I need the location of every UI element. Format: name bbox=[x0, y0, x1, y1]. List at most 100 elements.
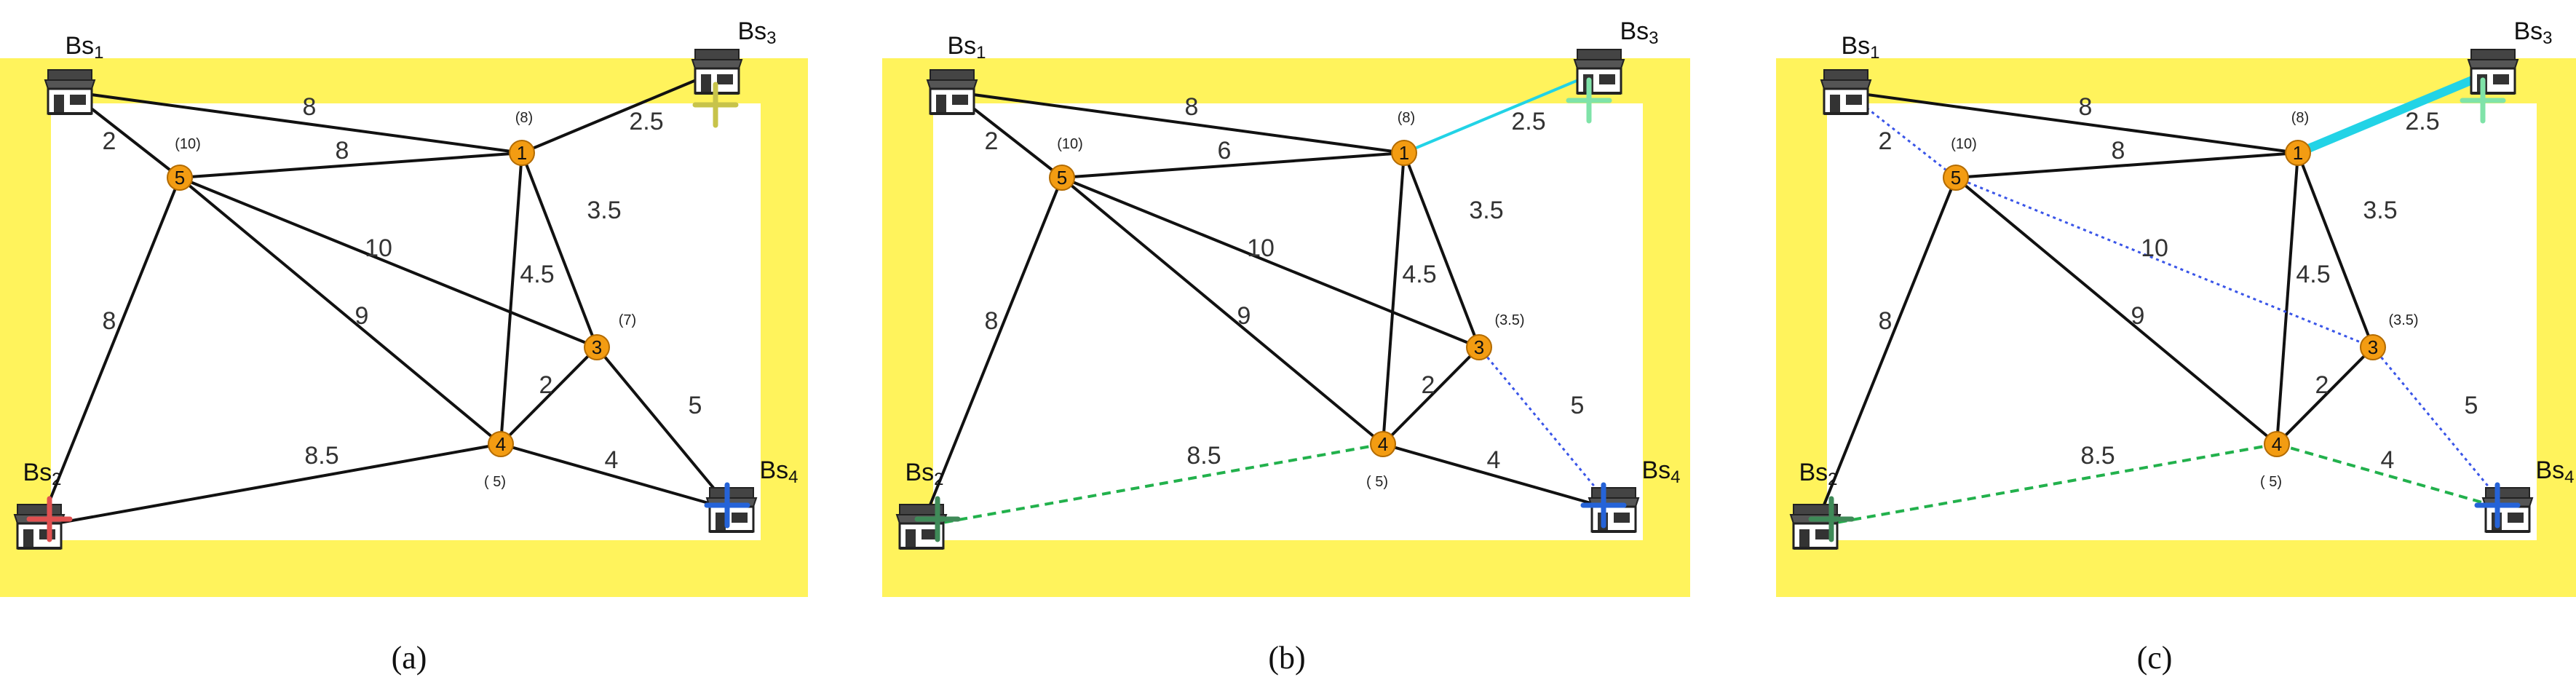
store-icon-bs4 bbox=[2481, 486, 2534, 533]
edge-weight-bs1-5: 2 bbox=[1879, 127, 1893, 155]
edge-weight-5-3: 10 bbox=[365, 234, 392, 262]
edge-weight-5-3: 10 bbox=[2141, 234, 2168, 262]
node-1-weight: (8) bbox=[515, 110, 533, 126]
edge-3-bs4 bbox=[595, 346, 733, 511]
node-3-weight: (3.5) bbox=[1494, 312, 1524, 328]
plus-cross-icon-bs4 bbox=[1580, 482, 1627, 529]
node-4-label: 4 bbox=[496, 433, 506, 455]
edge-5-1 bbox=[1955, 151, 2299, 179]
edge-5-4 bbox=[1954, 176, 2278, 446]
edge-weight-3-4: 2 bbox=[2315, 371, 2329, 399]
label-bs2: Bs2 bbox=[1799, 459, 1837, 489]
store-icon-bs1 bbox=[44, 68, 96, 115]
edge-weight-5-4: 9 bbox=[355, 302, 369, 330]
plus-cross-icon-bs2 bbox=[26, 496, 73, 542]
edge-4-bs2 bbox=[39, 443, 502, 528]
edge-5-3 bbox=[179, 176, 598, 349]
edge-3-4 bbox=[1382, 346, 1481, 446]
node-4: 4 bbox=[2264, 431, 2290, 457]
edge-weight-4-bs4: 4 bbox=[605, 446, 619, 474]
edge-weight-1-bs3: 2.5 bbox=[629, 108, 663, 135]
node-4-weight: ( 5) bbox=[2260, 474, 2282, 490]
store-icon-bs2 bbox=[13, 503, 66, 550]
label-bs2: Bs2 bbox=[23, 459, 61, 489]
node-4-label: 4 bbox=[2272, 433, 2282, 455]
plus-cross-icon-bs3 bbox=[2460, 77, 2506, 124]
edge-3-4 bbox=[2275, 346, 2374, 446]
edge-4-bs2 bbox=[1815, 443, 2278, 528]
edge-weight-5-4: 9 bbox=[1237, 302, 1251, 330]
edge-1-3 bbox=[2296, 152, 2374, 348]
node-5-weight: (10) bbox=[1057, 136, 1083, 152]
edge-weight-bs1-5: 2 bbox=[103, 127, 116, 155]
road-inner bbox=[933, 103, 1643, 540]
edge-5-bs2 bbox=[38, 177, 181, 527]
node-3-label: 3 bbox=[592, 336, 602, 358]
edge-5-4 bbox=[178, 176, 502, 446]
label-bs1: Bs1 bbox=[65, 32, 103, 63]
node-4: 4 bbox=[1370, 431, 1396, 457]
node-1: 1 bbox=[509, 140, 535, 166]
edge-3-bs4 bbox=[2371, 347, 2509, 510]
edge-weight-5-bs2: 8 bbox=[985, 307, 999, 335]
node-1-weight: (8) bbox=[2291, 110, 2309, 126]
edge-5-1 bbox=[179, 151, 523, 179]
edge-weight-1-4: 4.5 bbox=[520, 261, 554, 288]
node-3-label: 3 bbox=[2368, 336, 2378, 358]
node-5-label: 5 bbox=[1951, 167, 1961, 189]
label-bs1: Bs1 bbox=[1841, 32, 1879, 63]
edge-3-bs4 bbox=[1478, 347, 1615, 510]
node-1: 1 bbox=[2285, 140, 2311, 166]
edge-1-bs3 bbox=[2296, 67, 2495, 157]
node-3-weight: (7) bbox=[619, 312, 636, 328]
node-5-weight: (10) bbox=[175, 136, 201, 152]
node-1-label: 1 bbox=[1399, 142, 1409, 164]
store-icon-bs4 bbox=[705, 486, 758, 533]
road-inner bbox=[1827, 103, 2537, 540]
plus-cross-icon-bs2 bbox=[914, 496, 961, 542]
edge-weight-5-4: 9 bbox=[2131, 302, 2145, 330]
edge-1-bs3 bbox=[521, 70, 718, 154]
edge-weight-bs1-1: 8 bbox=[1185, 93, 1199, 121]
edge-bs1-1 bbox=[69, 90, 523, 154]
label-bs1: Bs1 bbox=[947, 32, 986, 63]
edge-1-3 bbox=[520, 152, 598, 348]
node-5-label: 5 bbox=[1057, 167, 1067, 189]
edge-bs1-1 bbox=[951, 90, 1405, 154]
edge-weight-5-3: 10 bbox=[1247, 234, 1275, 262]
edge-5-3 bbox=[1955, 176, 2374, 349]
edge-4-bs2 bbox=[921, 443, 1384, 528]
edge-5-bs2 bbox=[1814, 177, 1957, 527]
edge-weight-1-4: 4.5 bbox=[2296, 261, 2330, 288]
node-4-label: 4 bbox=[1378, 433, 1388, 455]
label-bs3: Bs3 bbox=[2513, 17, 2552, 48]
store-icon-bs3 bbox=[1573, 48, 1625, 95]
node-5-label: 5 bbox=[175, 167, 185, 189]
label-bs3: Bs3 bbox=[1620, 17, 1658, 48]
edge-weight-1-3: 3.5 bbox=[587, 197, 621, 224]
edge-weight-1-4: 4.5 bbox=[1402, 261, 1436, 288]
node-5-weight: (10) bbox=[1951, 136, 1977, 152]
node-1-label: 1 bbox=[517, 142, 527, 164]
edge-weight-3-4: 2 bbox=[539, 371, 553, 399]
edge-weight-4-bs4: 4 bbox=[2381, 446, 2395, 474]
node-1-label: 1 bbox=[2293, 142, 2303, 164]
edge-5-bs2 bbox=[920, 177, 1063, 527]
edge-weight-bs1-5: 2 bbox=[985, 127, 999, 155]
plus-cross-icon-bs4 bbox=[2474, 482, 2521, 529]
edge-weight-4-bs4: 4 bbox=[1487, 446, 1501, 474]
label-bs4: Bs4 bbox=[759, 456, 798, 487]
edge-weight-1-3: 3.5 bbox=[2363, 197, 2397, 224]
node-1: 1 bbox=[1391, 140, 1417, 166]
edge-1-4 bbox=[2275, 152, 2299, 445]
node-3: 3 bbox=[1466, 334, 1492, 360]
edge-weight-1-bs3: 2.5 bbox=[1511, 108, 1545, 135]
edge-1-4 bbox=[1382, 152, 1406, 445]
edge-5-4 bbox=[1061, 176, 1384, 446]
caption-b: (b) bbox=[1268, 640, 1305, 676]
edge-4-bs4 bbox=[2276, 443, 2508, 511]
